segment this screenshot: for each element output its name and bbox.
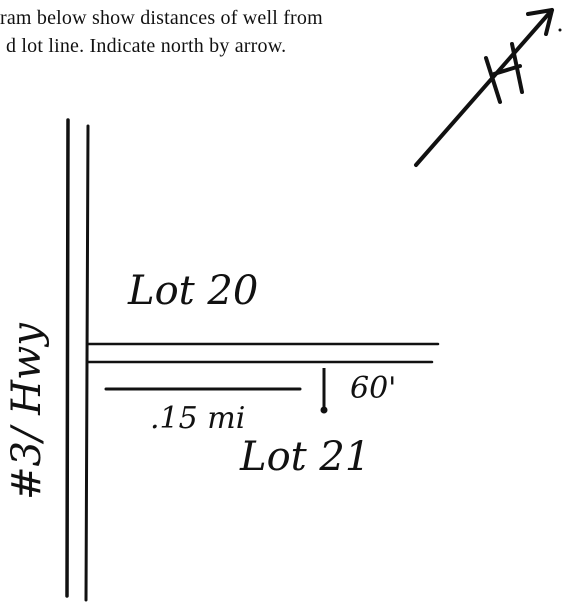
instruction-text: ram below show distances of well from d … [0,4,420,60]
instruction-line-1: ram below show distances of well from [0,7,323,29]
instruction-line-2: d lot line. Indicate north by arrow. [6,35,287,57]
highway-label: #3/ Hwy [4,322,50,500]
lot-line [86,342,440,364]
lot-20-label: Lot 20 [127,268,258,314]
distance-lot-line-label: 60' [350,371,396,406]
lot-21-label: Lot 21 [239,434,370,480]
distance-road-label: .15 mi [150,401,245,436]
well-marker-icon [320,368,328,414]
north-arrow-icon [414,8,562,167]
highway-lines [65,118,90,602]
